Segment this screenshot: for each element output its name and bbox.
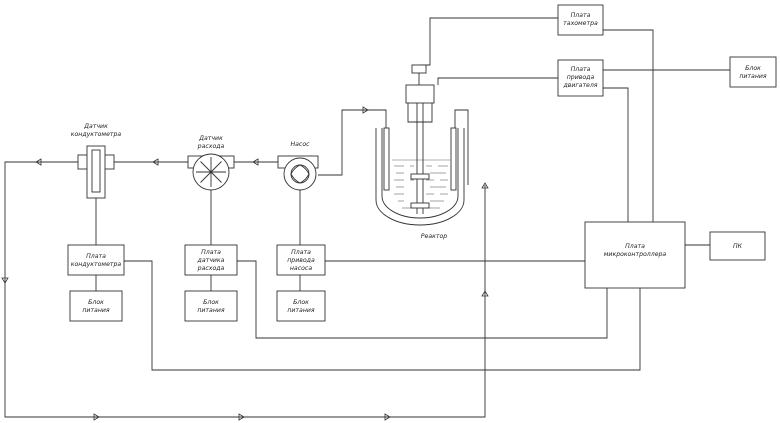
board-microcontroller: Плата микроконтроллера xyxy=(584,221,686,289)
pump: Насос xyxy=(277,141,319,191)
power-flow-label-2: питания xyxy=(197,307,225,314)
arrow-up-1 xyxy=(481,290,489,297)
arrow-bottom-3 xyxy=(384,413,391,421)
wire-mc-tacho xyxy=(603,29,654,222)
reactor-lid xyxy=(407,103,433,123)
power-pump: Блок питания xyxy=(276,290,326,322)
connection-lines xyxy=(4,17,730,418)
flow-sensor: Датчик расхода xyxy=(187,135,235,191)
arrow-left-3 xyxy=(252,158,259,166)
flow-board-label-1: Плата xyxy=(201,249,221,256)
sensor-inner xyxy=(91,149,101,193)
pc-box: ПК xyxy=(709,231,766,261)
power-top: Блок питания xyxy=(729,56,777,88)
tacho-label-1: Плата xyxy=(571,12,591,19)
board-pump: Плата привода насоса xyxy=(276,244,326,276)
mc-label-2: микроконтроллера xyxy=(604,251,667,258)
stirrer-blade-upper xyxy=(410,173,430,180)
drive-label-2: привода xyxy=(567,74,595,81)
arrow-up-2 xyxy=(481,182,489,189)
power-cond-label-1: Блок xyxy=(88,299,104,306)
mc-label-1: Плата xyxy=(625,243,645,250)
pump-label: Насос xyxy=(290,141,310,148)
wire-mc-drive xyxy=(603,87,629,222)
drive-label-1: Плата xyxy=(571,66,591,73)
drive-label-3: двигателя xyxy=(562,82,597,89)
flow-arrows xyxy=(1,106,489,421)
motor-icon xyxy=(405,84,435,104)
liquid-hatch xyxy=(394,165,448,209)
power-cond: Блок питания xyxy=(69,290,123,322)
cond-board-label-1: Плата xyxy=(86,253,106,260)
pipe-reactor-to-pump xyxy=(318,109,387,176)
reactor-inner-wall xyxy=(381,128,459,219)
board-tachometer: Плата тахометра xyxy=(557,4,604,36)
tube-left xyxy=(383,127,390,191)
flow-sensor-label-1: Датчик xyxy=(198,135,223,142)
arrow-bottom-2 xyxy=(238,413,245,421)
pump-board-label-3: насоса xyxy=(290,265,312,272)
arrow-right-top xyxy=(362,106,369,114)
turbine-blades xyxy=(196,157,226,187)
board-flow: Плата датчика расхода xyxy=(184,244,238,276)
tacho-label-2: тахометра xyxy=(563,20,598,27)
bus-flow-mc xyxy=(237,260,608,339)
speed-sensor-icon xyxy=(411,64,427,74)
pump-board-label-2: привода xyxy=(287,257,315,264)
power-top-label-1: Блок xyxy=(745,65,761,72)
tube-right xyxy=(450,127,457,191)
arrow-down-left xyxy=(1,277,9,284)
cond-board-label-2: кондуктометра xyxy=(71,261,122,268)
return-pipe xyxy=(4,161,486,418)
arrow-left-1 xyxy=(35,158,42,166)
power-flow: Блок питания xyxy=(184,290,238,322)
board-conductometer: Плата кондуктометра xyxy=(67,244,125,276)
pc-label: ПК xyxy=(733,243,743,250)
reactor-label: Реактор xyxy=(421,233,447,240)
cond-sensor-label-1: Датчик xyxy=(83,123,108,130)
power-flow-label-1: Блок xyxy=(203,299,219,306)
pipe-inlet-right xyxy=(454,109,469,185)
bus-cond-mc xyxy=(124,260,641,371)
sensor-column xyxy=(86,145,106,199)
cond-sensor-label-2: кондуктометра xyxy=(71,131,122,138)
conductometer-sensor: Датчик кондуктометра xyxy=(71,123,122,199)
wire-tacho-sensor xyxy=(420,17,558,66)
pump-vanes xyxy=(290,164,310,184)
power-cond-label-2: питания xyxy=(82,307,110,314)
pump-board-label-1: Плата xyxy=(291,249,311,256)
flow-board-label-2: датчика xyxy=(197,257,225,264)
power-top-label-2: питания xyxy=(739,73,767,80)
power-pump-label-1: Блок xyxy=(293,299,309,306)
arrow-bottom-1 xyxy=(93,413,100,421)
board-drive: Плата привода двигателя xyxy=(557,59,604,97)
reactor: Реактор xyxy=(375,64,465,240)
power-pump-label-2: питания xyxy=(287,307,315,314)
reactor-outer-wall xyxy=(375,128,465,226)
flow-board-label-3: расхода xyxy=(197,265,225,272)
stirrer-blade-lower xyxy=(410,202,430,209)
arrow-left-2 xyxy=(152,158,159,166)
flow-sensor-label-2: расхода xyxy=(197,143,225,150)
pump-impeller-icon xyxy=(283,157,317,191)
wire-drive-motor xyxy=(437,77,558,85)
